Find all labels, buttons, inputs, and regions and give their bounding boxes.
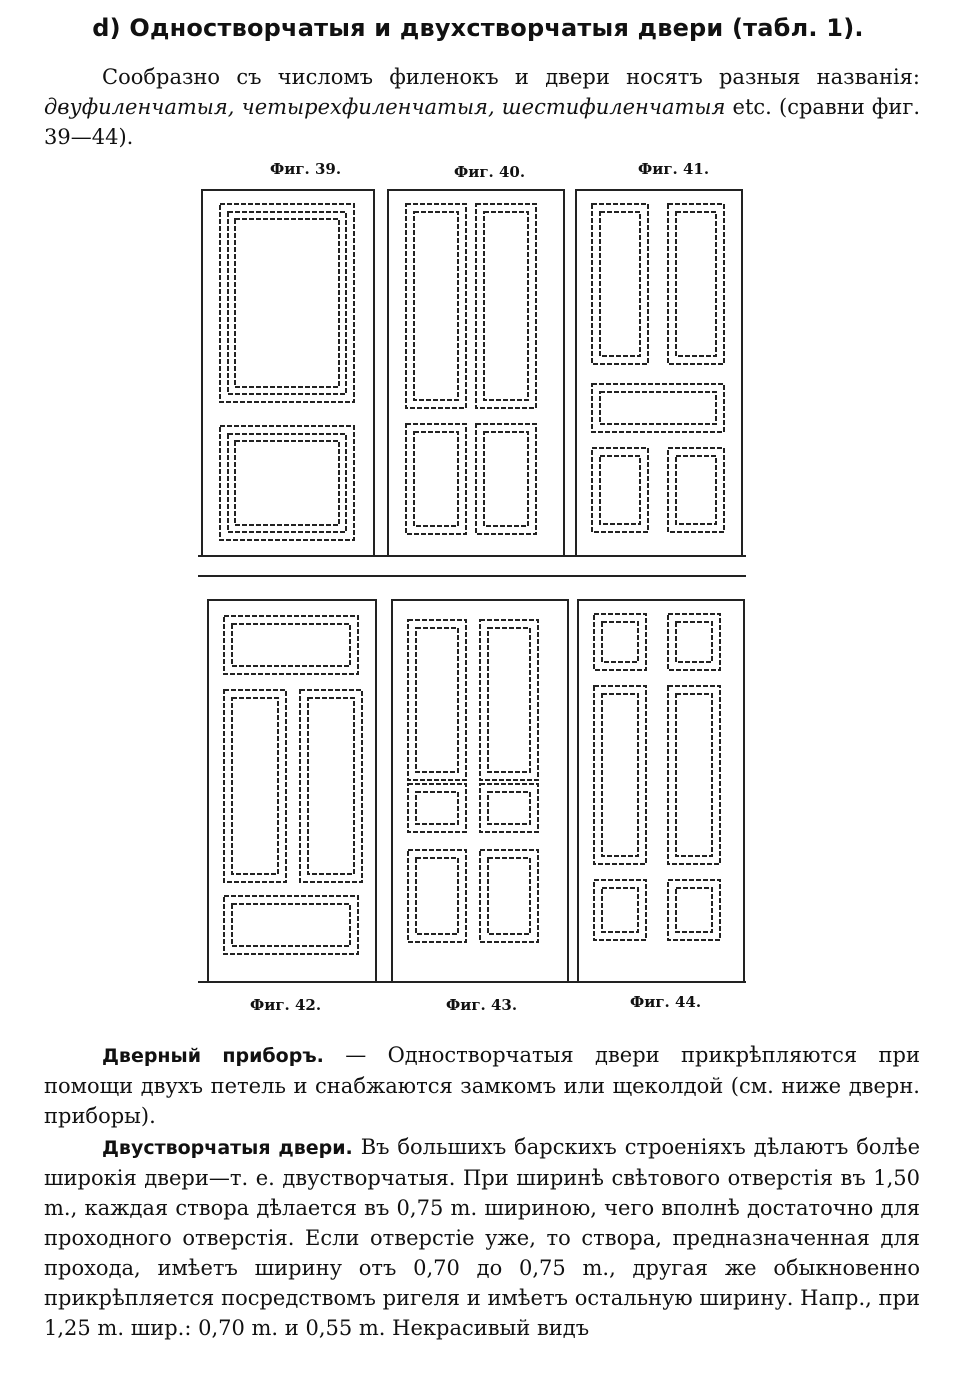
figure-caption-44: Фиг. 44. [630,993,702,1011]
paragraph-double-doors: Двустворчатыя двери. Въ большихъ барских… [44,1132,920,1343]
door-figure-42 [207,599,377,983]
paragraph-door-hardware: Дверный приборъ. — Одностворчатыя двери … [44,1040,920,1131]
door-figure-40 [387,189,565,557]
paragraph-text: Сообразно съ числомъ филенокъ и двери но… [102,65,920,89]
door-figure-43 [391,599,569,983]
figure-caption-39: Фиг. 39. [270,160,342,178]
door-figure-44 [577,599,745,983]
paragraph-text: etc. (сравни фиг. 39—44). [44,95,920,149]
paragraph-lead: Двустворчатыя двери. [102,1137,353,1159]
figure-caption-41: Фиг. 41. [638,160,710,178]
door-figure-39 [201,189,375,557]
figure-caption-40: Фиг. 40. [454,163,526,181]
italic-terms: двуфиленчатыя, четырехфиленчатыя, шестиф… [44,95,726,119]
paragraph-text: Въ большихъ барскихъ строеніяхъ дѣлаютъ … [44,1135,920,1340]
door-drawings-plate [198,189,746,983]
paragraph-lead: Дверный приборъ. [102,1045,324,1067]
door-figure-41 [575,189,743,557]
paragraph-text: — Одностворчатыя двери прикрѣпляются при… [44,1043,920,1128]
figure-caption-43: Фиг. 43. [446,996,518,1014]
figure-caption-42: Фиг. 42. [250,996,322,1014]
section-heading: d) Одностворчатыя и двухстворчатыя двери… [92,14,864,42]
paragraph-door-names: Сообразно съ числомъ филенокъ и двери но… [44,62,920,152]
